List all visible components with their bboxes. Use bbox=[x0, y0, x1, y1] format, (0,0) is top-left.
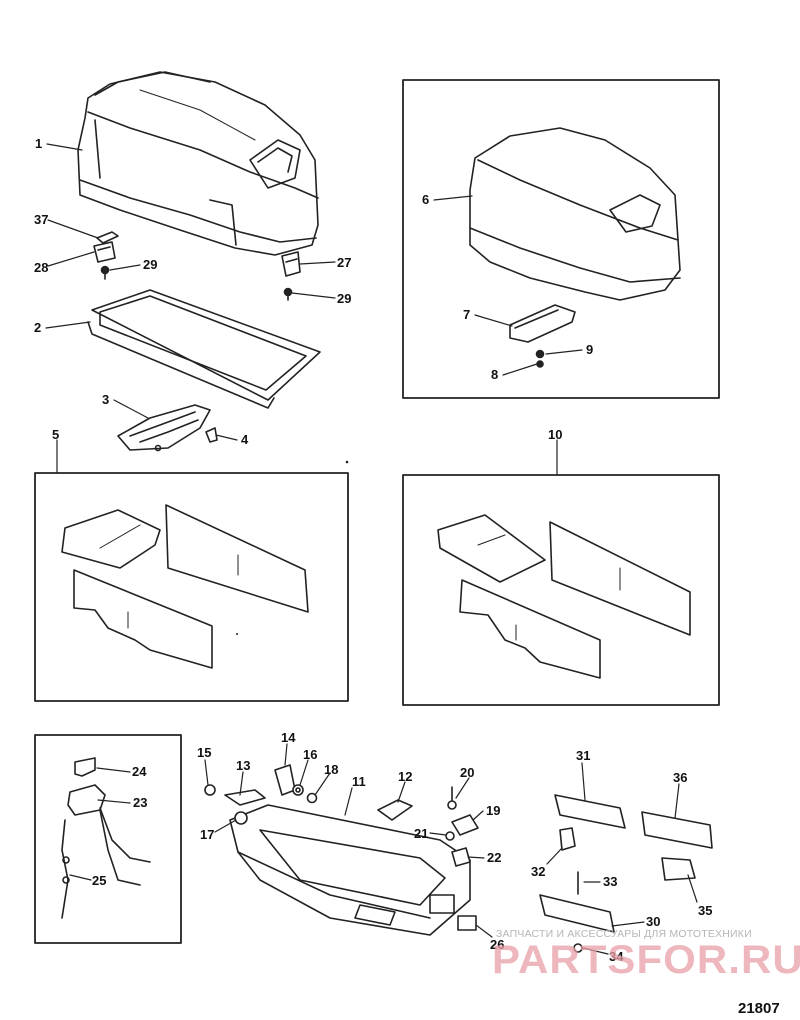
lanyard-box bbox=[34, 734, 182, 944]
callout-33: 33 bbox=[603, 874, 618, 889]
trim-part-36 bbox=[641, 811, 713, 849]
callout-11: 11 bbox=[352, 774, 366, 789]
trim-part-30 bbox=[539, 894, 615, 933]
callout-35: 35 bbox=[698, 903, 713, 918]
alt-top-cowl-part-6 bbox=[469, 127, 681, 301]
bracket-part-19 bbox=[451, 814, 479, 836]
callout-23: 23 bbox=[133, 795, 148, 810]
callout-14: 14 bbox=[281, 730, 296, 745]
callout-29b: 29 bbox=[337, 291, 352, 306]
callout-30: 30 bbox=[646, 914, 661, 929]
callout-22: 22 bbox=[487, 850, 502, 865]
bracket-part-7 bbox=[509, 304, 576, 343]
callout-19: 19 bbox=[486, 803, 501, 818]
callout-27: 27 bbox=[337, 255, 352, 270]
screw-part-29a bbox=[100, 265, 110, 280]
decal-set-5 bbox=[61, 504, 309, 669]
plug-part-26 bbox=[457, 915, 477, 931]
callout-1: 1 bbox=[35, 136, 43, 151]
option-box-part-6 bbox=[402, 79, 720, 399]
watermark-logo: PARTSFOR.RU bbox=[492, 938, 800, 982]
lever-part-13 bbox=[224, 789, 266, 806]
grommet-part-22 bbox=[451, 847, 471, 867]
stray-dot bbox=[345, 460, 349, 464]
clip-part-35 bbox=[661, 857, 696, 881]
callout-31: 31 bbox=[576, 748, 591, 763]
grommet-part-32 bbox=[559, 827, 576, 851]
pad-part-12 bbox=[377, 799, 413, 821]
callout-34: 34 bbox=[609, 949, 624, 964]
washer-part-16 bbox=[292, 784, 304, 796]
lanyard-kit bbox=[61, 757, 151, 919]
callout-18: 18 bbox=[324, 762, 339, 777]
callout-24: 24 bbox=[132, 764, 147, 779]
callout-37: 37 bbox=[34, 212, 49, 227]
screw-part-15 bbox=[204, 784, 216, 796]
nut-part-18 bbox=[306, 792, 318, 804]
top-cowl-part bbox=[77, 71, 319, 256]
figure-number: 21807 bbox=[738, 1000, 780, 1017]
watermark-caption: ЗАПЧАСТИ И АКСЕССУАРЫ ДЛЯ МОТОТЕХНИКИ bbox=[496, 928, 752, 940]
screw-part-9 bbox=[535, 349, 545, 359]
callout-20: 20 bbox=[460, 765, 475, 780]
callout-17: 17 bbox=[200, 827, 215, 842]
latch-part-14 bbox=[274, 764, 296, 796]
leader-lines bbox=[45, 143, 698, 955]
small-clip-part-37 bbox=[96, 231, 119, 244]
trim-part-31 bbox=[554, 794, 626, 829]
callout-32: 32 bbox=[531, 864, 546, 879]
callout-5: 5 bbox=[52, 427, 60, 442]
decal-box-part-10 bbox=[402, 474, 720, 706]
latch-part-27 bbox=[281, 251, 301, 277]
callout-3: 3 bbox=[102, 392, 110, 407]
callout-36: 36 bbox=[673, 770, 688, 785]
screw-part-29b bbox=[283, 287, 293, 301]
callout-13: 13 bbox=[236, 758, 251, 773]
nut-part-34 bbox=[573, 943, 583, 953]
callout-2: 2 bbox=[34, 320, 42, 335]
latch-part-28 bbox=[93, 241, 116, 263]
callout-10: 10 bbox=[548, 427, 563, 442]
cowl-seal-part-2 bbox=[87, 289, 321, 409]
callout-26: 26 bbox=[490, 937, 505, 952]
screw-part-20 bbox=[447, 786, 457, 810]
screw-part-8 bbox=[536, 360, 544, 368]
callout-7: 7 bbox=[463, 307, 471, 322]
screw-part-4 bbox=[205, 427, 218, 443]
bottom-cowl-part-11 bbox=[229, 804, 471, 936]
callout-25: 25 bbox=[92, 873, 107, 888]
decal-box-part-5 bbox=[34, 472, 349, 702]
nut-part-21 bbox=[445, 831, 455, 841]
callout-4: 4 bbox=[241, 432, 249, 447]
callout-6: 6 bbox=[422, 192, 430, 207]
callout-12: 12 bbox=[398, 769, 413, 784]
stray-dot bbox=[236, 633, 238, 635]
callout-21: 21 bbox=[414, 826, 429, 841]
rear-bracket-part-3 bbox=[117, 404, 211, 452]
callout-15: 15 bbox=[197, 745, 212, 760]
decal-set-10 bbox=[437, 514, 691, 679]
callout-16: 16 bbox=[303, 747, 318, 762]
callout-29a: 29 bbox=[143, 257, 158, 272]
nut-part-17 bbox=[234, 811, 248, 825]
callout-9: 9 bbox=[586, 342, 594, 357]
callout-28: 28 bbox=[34, 260, 49, 275]
callout-8: 8 bbox=[491, 367, 499, 382]
